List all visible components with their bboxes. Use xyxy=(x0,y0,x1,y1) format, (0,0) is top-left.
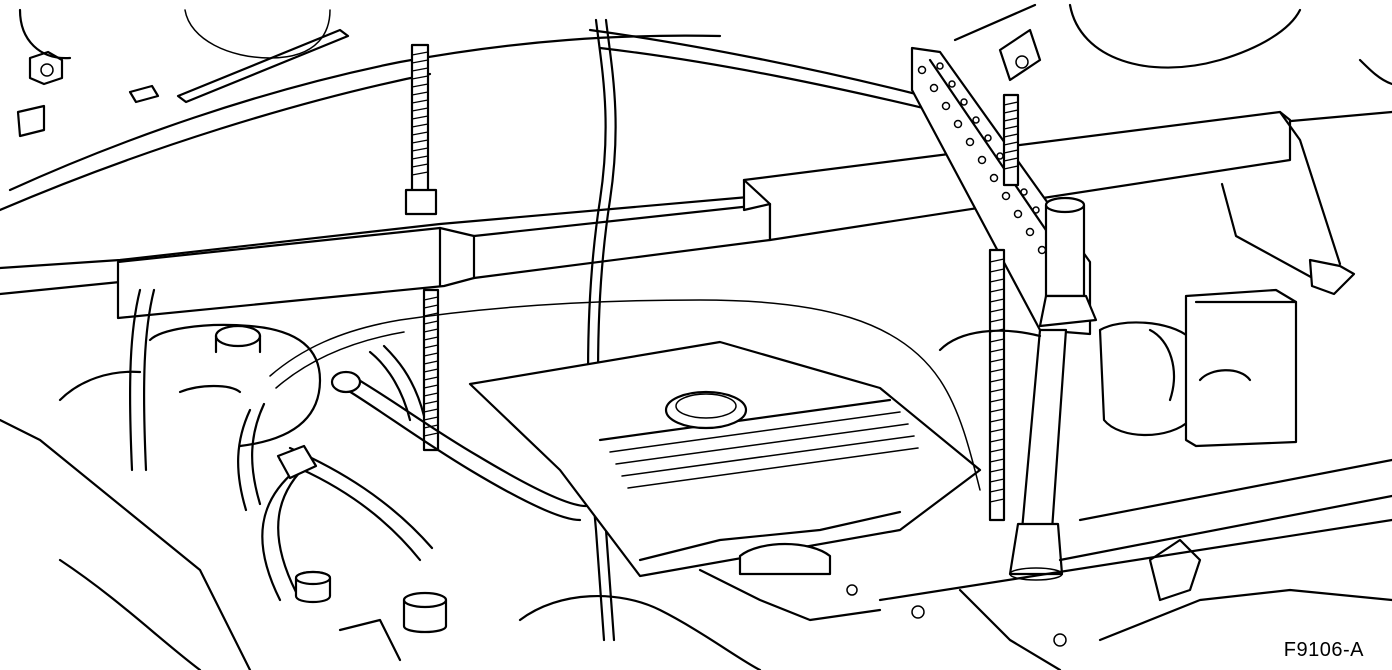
right-components xyxy=(846,288,1392,670)
left-components xyxy=(0,323,882,670)
figure-id-label: F9106-A xyxy=(1283,639,1364,661)
support-rod-left xyxy=(404,43,440,452)
hoses xyxy=(128,288,981,602)
cross-member xyxy=(0,110,1392,320)
prop-rod xyxy=(587,18,617,642)
valve-cover xyxy=(468,340,982,578)
support-bar-right xyxy=(910,46,1098,581)
hood-outline xyxy=(0,3,1392,212)
